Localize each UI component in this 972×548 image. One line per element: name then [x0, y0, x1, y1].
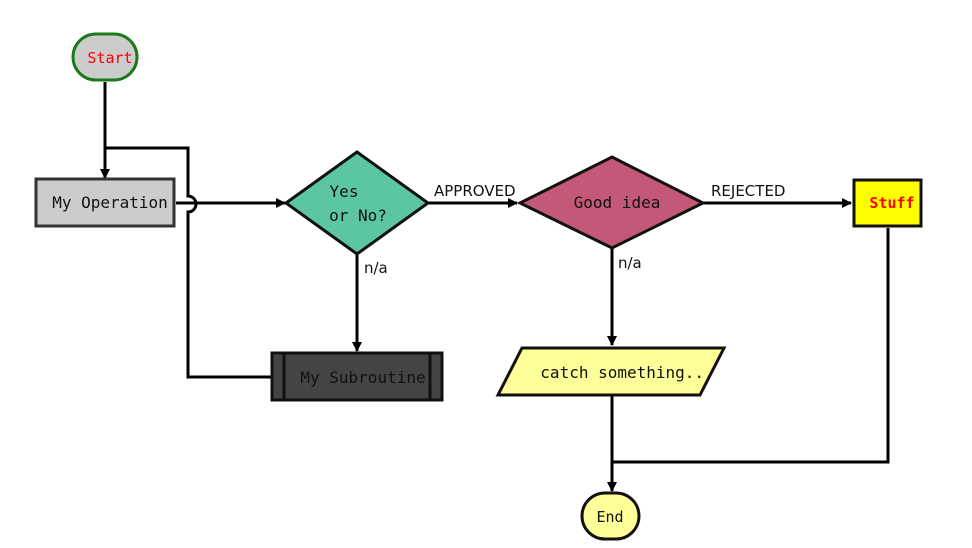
node-decision-yes-no[interactable]: Yes or No?	[283, 150, 431, 256]
node-operation[interactable]: My Operation	[34, 177, 176, 228]
node-io-catch[interactable]: catch something...	[495, 346, 727, 397]
subroutine-label: My Subroutine	[300, 368, 425, 387]
io-catch-shape	[495, 346, 727, 397]
start-label: Start	[87, 49, 132, 67]
node-stuff[interactable]: Stuff	[852, 178, 923, 228]
edge-stuff-to-end	[612, 228, 890, 464]
operation-shape	[34, 177, 176, 228]
connectors	[100, 82, 890, 492]
stuff-label: Stuff	[869, 194, 914, 212]
stuff-shape	[852, 178, 923, 228]
end-shape	[580, 491, 641, 541]
decision-good-idea-label: Good idea	[574, 193, 661, 212]
node-subroutine[interactable]: My Subroutine	[270, 351, 444, 402]
edge-labels: APPROVED REJECTED n/a n/a	[364, 182, 785, 277]
subroutine-shape	[270, 351, 444, 402]
decision-yes-no-label-line1: Yes	[330, 182, 359, 201]
io-catch-label: catch something...	[540, 363, 713, 382]
decision-good-idea-shape	[516, 155, 707, 250]
operation-label: My Operation	[52, 193, 168, 212]
node-decision-good-idea[interactable]: Good idea	[516, 155, 707, 250]
edge-label-approved: APPROVED	[434, 182, 516, 200]
decision-yes-no-label-line2: or No?	[329, 206, 387, 225]
start-shape	[71, 32, 139, 82]
edge-label-na-right: n/a	[618, 254, 642, 272]
edge-label-rejected: REJECTED	[711, 182, 785, 200]
end-label: End	[596, 508, 623, 526]
decision-yes-no-shape	[283, 150, 431, 256]
node-end[interactable]: End	[580, 491, 641, 541]
edge-label-na-left: n/a	[364, 259, 388, 277]
node-start[interactable]: Start	[71, 32, 139, 82]
